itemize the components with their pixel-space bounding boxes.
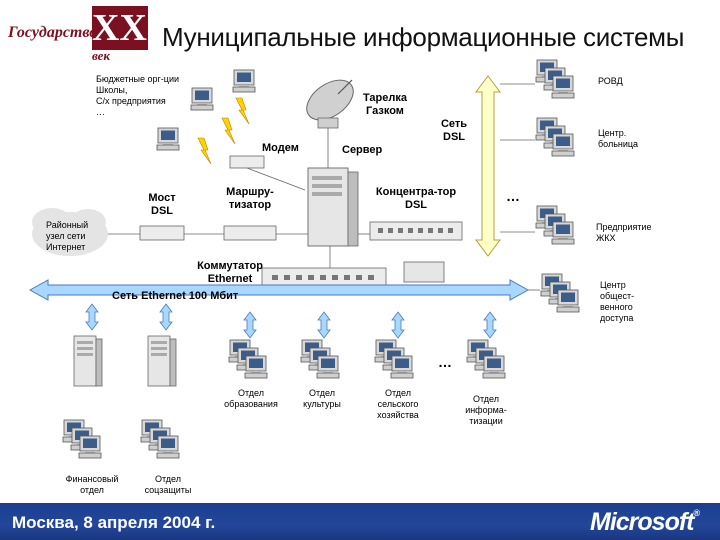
- pc-group-rovd: [536, 60, 574, 98]
- network-device-icon: [403, 261, 445, 283]
- label-dsl-concentrator: Концентра-тор DSL: [375, 186, 457, 211]
- server-tower-social: [147, 335, 177, 387]
- lightning-icon-3: [197, 137, 212, 165]
- label-budget-orgs: Бюджетные орг-ции Школы, С/х предприятия…: [96, 74, 180, 117]
- label-router: Маршру- тизатор: [226, 186, 274, 211]
- label-district-node: Районный узел сети Интернет: [46, 220, 89, 252]
- server-tower-icon: [307, 167, 359, 247]
- modem-link: [246, 167, 306, 191]
- logo-word: Государство: [8, 24, 98, 41]
- ethernet-drop-arrows: [85, 303, 497, 339]
- lightning-icon-1: [235, 97, 250, 125]
- footer-bar: [0, 503, 720, 540]
- label-rovd: РОВД: [598, 76, 623, 86]
- router-device: [223, 225, 277, 241]
- pc-group-education: [229, 340, 267, 378]
- pc-group-social: [141, 420, 179, 458]
- dsl-concentrator-device: [369, 221, 463, 241]
- modem-device: [229, 155, 265, 169]
- logo-numeral: XXI: [92, 6, 162, 50]
- label-dsl-bridge: Мост DSL: [148, 192, 176, 217]
- pc-group-housing: [536, 206, 574, 244]
- pc-group-agriculture: [375, 340, 413, 378]
- label-ellipsis-bottom: …: [438, 354, 452, 370]
- dsl-vertical-arrow: [475, 75, 501, 257]
- label-housing: Предприятие ЖКХ: [596, 222, 652, 243]
- lightning-icon-2: [221, 117, 236, 145]
- label-modem: Модем: [262, 142, 299, 154]
- label-hospital: Центр. больница: [598, 128, 639, 149]
- internet-cloud-icon: [32, 208, 108, 256]
- page-title: Муниципальные информационные системы: [162, 22, 685, 52]
- pc-group-hospital: [536, 118, 574, 156]
- label-dish: Тарелка Газком: [362, 92, 407, 117]
- label-switch: Коммутатор Ethernet: [197, 260, 263, 285]
- label-dept-culture: Отдел культуры: [303, 388, 341, 409]
- label-dept-social: Отдел соцзащиты: [144, 474, 192, 495]
- label-dept-agriculture: Отдел сельского хозяйства: [377, 388, 419, 420]
- label-public-center: Центр общест- венного доступа: [600, 280, 635, 323]
- dsl-bridge-device: [139, 225, 185, 241]
- label-dept-informatization: Отдел информа- тизации: [465, 394, 507, 426]
- pc-budget-3: [156, 127, 180, 151]
- server-tower-finance: [73, 335, 103, 387]
- pc-group-informatization: [467, 340, 505, 378]
- label-dept-education: Отдел образования: [224, 388, 278, 409]
- label-ethernet-network: Сеть Ethernet 100 Мбит: [112, 290, 239, 302]
- pc-group-finance: [63, 420, 101, 458]
- footer-date-location: Москва, 8 апреля 2004 г.: [12, 513, 216, 532]
- logo-gosudarstvo-xxi-vek: Государство XXI век: [6, 4, 162, 64]
- microsoft-logo: Microsoft®: [590, 508, 700, 536]
- label-dsl-network: Сеть DSL: [440, 118, 468, 143]
- pc-budget-2: [190, 87, 214, 111]
- label-ellipsis-right: …: [506, 188, 520, 204]
- pc-budget-1: [232, 69, 256, 93]
- pc-group-public-center: [541, 274, 579, 312]
- logo-suffix: век: [92, 48, 111, 63]
- satellite-dish-icon: [306, 79, 354, 129]
- pc-group-culture: [301, 340, 339, 378]
- label-dept-finance: Финансовый отдел: [65, 474, 119, 495]
- label-server: Сервер: [342, 144, 383, 156]
- microsoft-logo-text: Microsoft: [590, 508, 694, 536]
